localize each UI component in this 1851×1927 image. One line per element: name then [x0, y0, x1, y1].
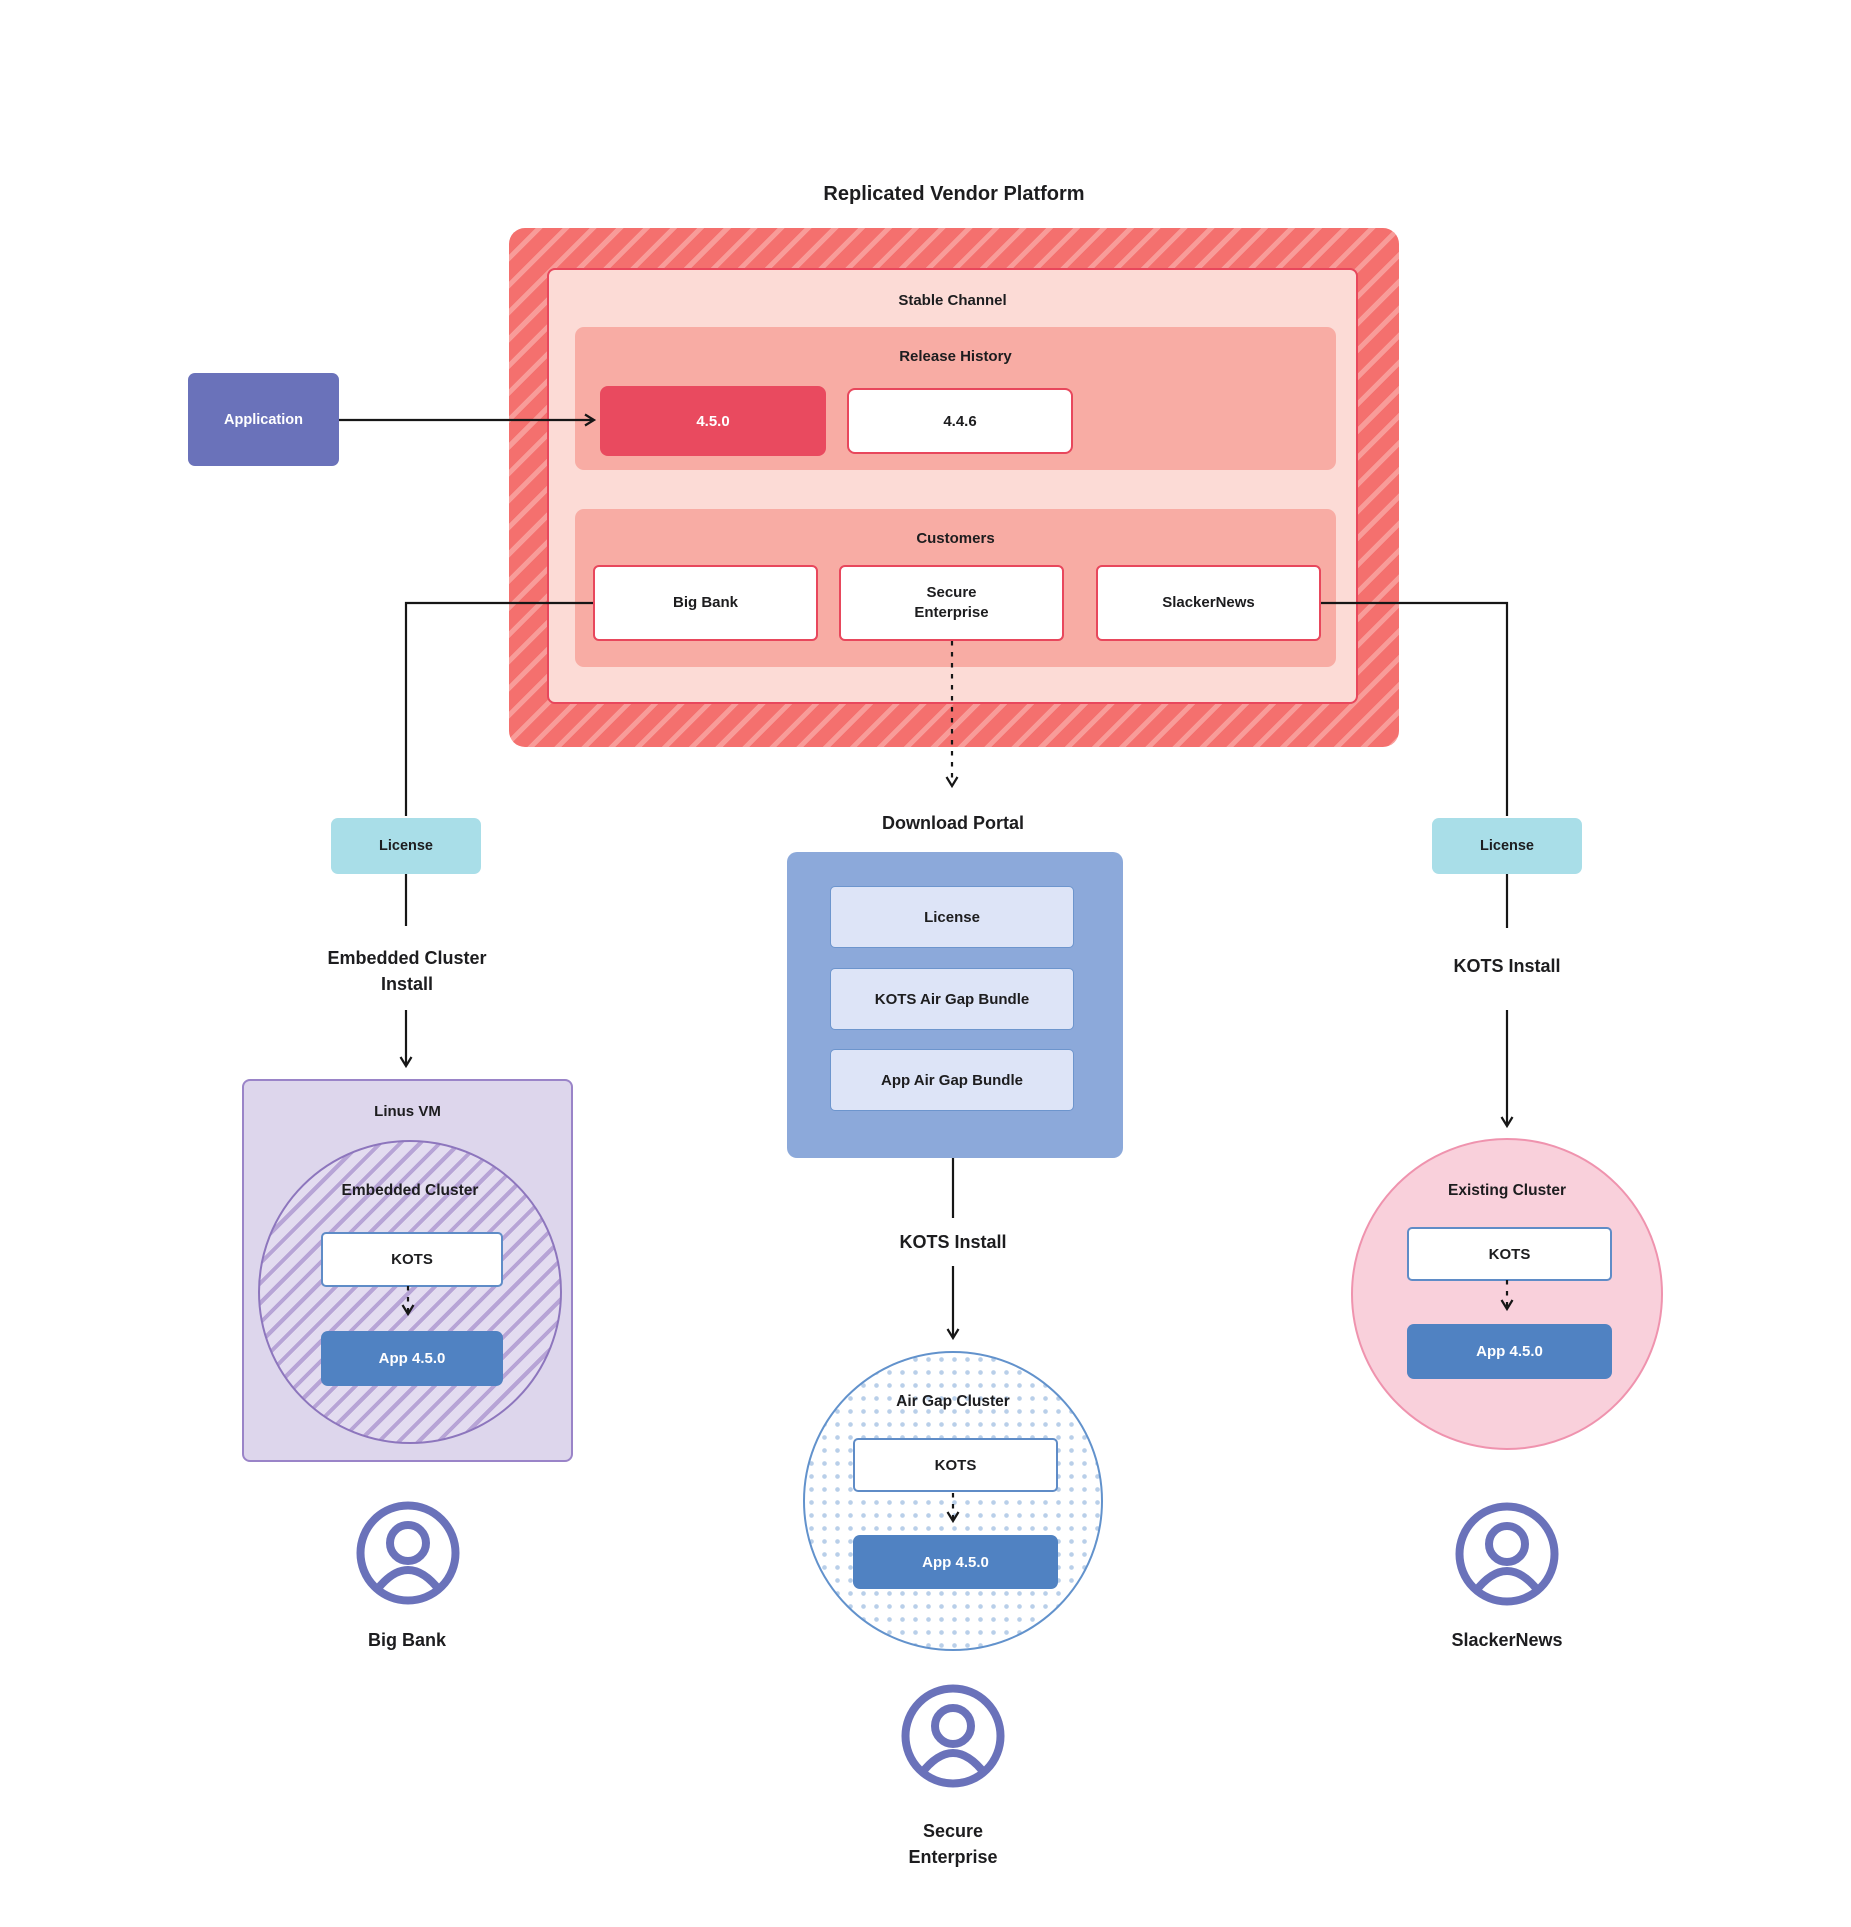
- download-portal-box: License KOTS Air Gap Bundle App Air Gap …: [787, 852, 1123, 1158]
- portal-item-app-airgap-bundle: App Air Gap Bundle: [830, 1049, 1074, 1111]
- existing-cluster-label: Existing Cluster: [1448, 1182, 1566, 1199]
- customer-node-label: SlackerNews: [1162, 594, 1255, 611]
- kots-install-label-right: KOTS Install: [1453, 956, 1561, 976]
- customers-label: Customers: [916, 530, 995, 547]
- embedded-cluster-install-label: Embedded Cluster Install: [257, 945, 557, 997]
- stable-channel-box: Stable Channel Release History 4.5.0 4.4…: [547, 268, 1358, 704]
- user-icon-big-bank: [356, 1501, 460, 1605]
- customer-node-secure-enterprise: Secure Enterprise: [839, 565, 1064, 641]
- application-node: Application: [188, 373, 339, 466]
- customers-section: Customers Big Bank Secure Enterprise Sla…: [575, 509, 1336, 667]
- user-icon-slackernews: [1455, 1502, 1559, 1606]
- release-history-label: Release History: [899, 348, 1012, 365]
- customer-node-label: Secure Enterprise: [914, 584, 989, 621]
- air-gap-cluster-label: Air Gap Cluster: [896, 1393, 1010, 1410]
- release-node-current: 4.5.0: [600, 386, 826, 456]
- customer-node-big-bank: Big Bank: [593, 565, 818, 641]
- embedded-cluster-install-text: Embedded Cluster Install: [327, 948, 487, 994]
- portal-item-kots-airgap-bundle: KOTS Air Gap Bundle: [830, 968, 1074, 1030]
- license-node-right: License: [1432, 818, 1582, 874]
- license-node-left: License: [331, 818, 481, 874]
- app-node-right: App 4.5.0: [1407, 1324, 1612, 1379]
- portal-item-license: License: [830, 886, 1074, 948]
- release-node-previous: 4.4.6: [847, 388, 1073, 454]
- kots-node-left: KOTS: [321, 1232, 503, 1287]
- user-label-secure-enterprise: Secure Enterprise: [853, 1818, 1053, 1870]
- kots-node-middle: KOTS: [853, 1438, 1058, 1492]
- embedded-cluster-label: Embedded Cluster: [341, 1182, 479, 1199]
- stable-channel-label: Stable Channel: [898, 292, 1007, 309]
- page-title: Replicated Vendor Platform: [823, 183, 1085, 205]
- user-label-text: Secure Enterprise: [908, 1821, 998, 1867]
- app-node-middle: App 4.5.0: [853, 1535, 1058, 1589]
- existing-cluster-circle: Existing Cluster KOTS App 4.5.0: [1351, 1138, 1663, 1450]
- embedded-cluster-circle: Embedded Cluster KOTS App 4.5.0: [258, 1140, 562, 1444]
- kots-install-label-middle: KOTS Install: [899, 1232, 1007, 1252]
- download-portal-label: Download Portal: [881, 813, 1024, 833]
- customer-node-label: Big Bank: [672, 594, 738, 611]
- user-label-big-bank: Big Bank: [367, 1630, 446, 1650]
- kots-node-right: KOTS: [1407, 1227, 1612, 1281]
- app-node-left: App 4.5.0: [321, 1331, 503, 1386]
- linus-vm-label: Linus VM: [374, 1103, 441, 1120]
- user-label-slackernews: SlackerNews: [1451, 1630, 1563, 1650]
- release-history-section: Release History 4.5.0 4.4.6: [575, 327, 1336, 470]
- user-icon-secure-enterprise: [901, 1684, 1005, 1788]
- customer-node-slackernews: SlackerNews: [1096, 565, 1321, 641]
- linus-vm-box: Linus VM Embedded Cluster KOTS App 4.5.0: [242, 1079, 573, 1462]
- air-gap-cluster-circle: Air Gap Cluster KOTS App 4.5.0: [803, 1351, 1103, 1651]
